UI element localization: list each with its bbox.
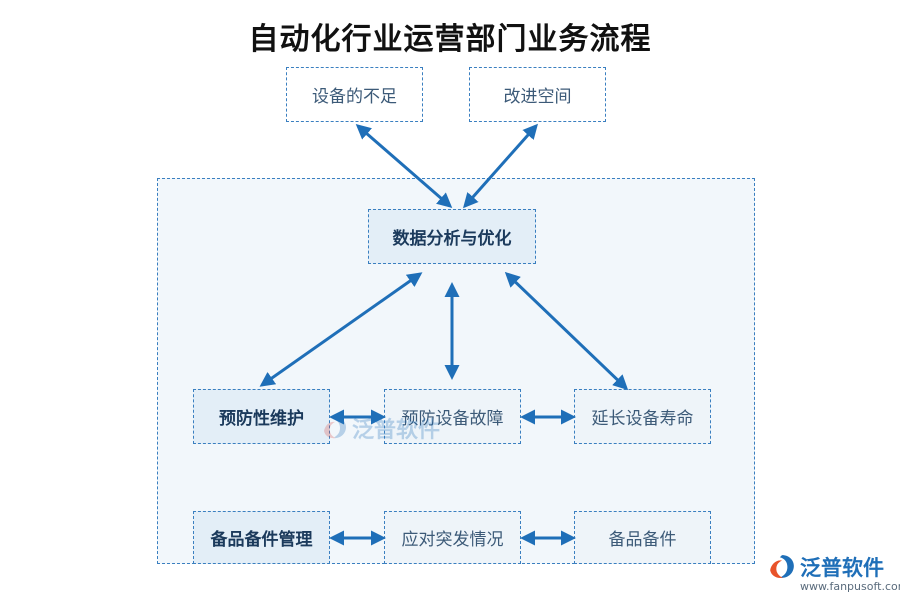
node-extend-equipment-life-label: 延长设备寿命 xyxy=(591,409,694,429)
node-data-analysis-label: 数据分析与优化 xyxy=(392,229,512,249)
diagram-title: 自动化行业运营部门业务流程 xyxy=(248,22,652,57)
node-preventive-maintenance-label: 预防性维护 xyxy=(219,409,304,429)
node-equipment-deficiency-label: 设备的不足 xyxy=(312,87,397,107)
watermark: 泛普软件 xyxy=(322,412,440,444)
node-prevent-equipment-failure: 预防设备故障 xyxy=(384,389,521,444)
fanpu-logo-icon xyxy=(770,555,794,578)
node-spare-parts-management-label: 备品备件管理 xyxy=(210,530,313,550)
node-data-analysis: 数据分析与优化 xyxy=(368,209,536,264)
node-improvement-space-label: 改进空间 xyxy=(503,87,572,107)
node-spare-parts-management: 备品备件管理 xyxy=(193,511,330,564)
node-extend-equipment-life: 延长设备寿命 xyxy=(574,389,711,444)
brand-url: www.fanpusoft.com xyxy=(800,580,900,593)
node-prevent-equipment-failure-label: 预防设备故障 xyxy=(401,409,504,429)
node-spare-parts-label: 备品备件 xyxy=(608,530,677,550)
node-spare-parts: 备品备件 xyxy=(574,511,711,564)
node-equipment-deficiency: 设备的不足 xyxy=(286,67,423,122)
node-emergency-response: 应对突发情况 xyxy=(384,511,521,564)
watermark-text: 泛普软件 xyxy=(352,418,441,443)
node-emergency-response-label: 应对突发情况 xyxy=(401,530,504,550)
brand-logo: 泛普软件 xyxy=(768,552,884,582)
node-preventive-maintenance: 预防性维护 xyxy=(193,389,330,444)
brand-logo-text: 泛普软件 xyxy=(800,556,884,580)
node-improvement-space: 改进空间 xyxy=(469,67,606,122)
fanpu-logo-icon xyxy=(324,417,346,439)
